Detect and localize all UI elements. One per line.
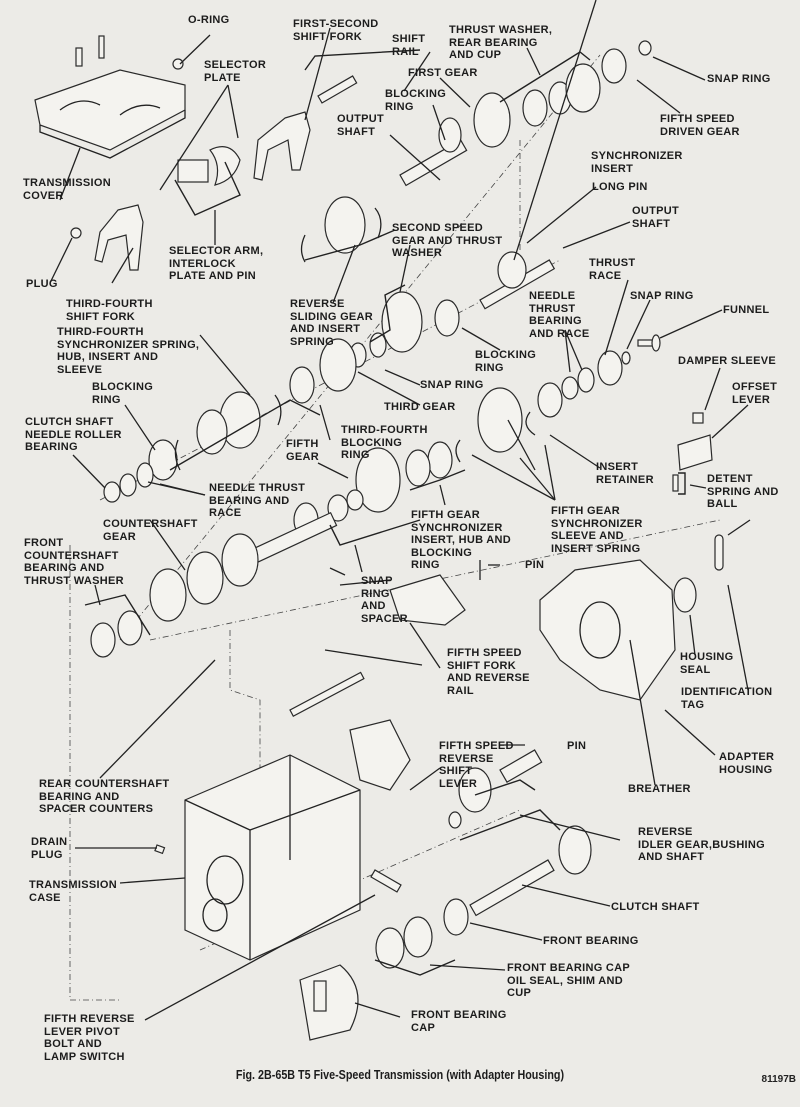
label-fifth-speed-driven-gear: FIFTH SPEED DRIVEN GEAR (660, 113, 740, 138)
label-reverse-sliding-gear: REVERSE SLIDING GEAR AND INSERT SPRING (290, 298, 374, 348)
label-snap-ring-and-spacer: SNAP RING AND SPACER (361, 575, 408, 625)
label-offset-lever: OFFSET LEVER (732, 381, 778, 406)
label-needle-thrust-bearing-race-right: NEEDLE THRUST BEARING AND RACE (529, 290, 590, 340)
label-transmission-case: TRANSMISSION CASE (29, 879, 117, 904)
label-needle-thrust-bearing-race-left: NEEDLE THRUST BEARING AND RACE (209, 482, 306, 519)
label-identification-tag: IDENTIFICATION TAG (681, 686, 773, 711)
label-third-fourth-synchronizer: THIRD-FOURTH SYNCHRONIZER SPRING, HUB, I… (57, 326, 200, 376)
label-thrust-washer-rear-bearing: THRUST WASHER, REAR BEARING AND CUP (449, 24, 553, 61)
label-blocking-ring-left: BLOCKING RING (92, 381, 154, 406)
label-reverse-idler-gear: REVERSE IDLER GEAR,BUSHING AND SHAFT (638, 826, 766, 863)
label-selector-plate: SELECTOR PLATE (204, 59, 267, 84)
label-drain-plug: DRAIN PLUG (31, 836, 68, 861)
transmission-cover-part (34, 35, 186, 159)
mainshaft-gear-parts (103, 40, 652, 503)
label-funnel: FUNNEL (723, 304, 770, 316)
shift-fork-parts (70, 75, 358, 271)
label-snap-ring-top: SNAP RING (707, 73, 771, 85)
label-front-bearing-cap: FRONT BEARING CAP (411, 1009, 507, 1034)
label-thrust-race: THRUST RACE (589, 257, 636, 282)
label-front-bearing: FRONT BEARING (543, 935, 639, 947)
label-front-bearing-cap-oil-seal: FRONT BEARING CAP OIL SEAL, SHIM AND CUP (507, 962, 631, 999)
label-synchronizer-insert: SYNCHRONIZER INSERT (591, 150, 683, 175)
label-pin-mid: PIN (525, 559, 545, 571)
label-fifth-gear-sync-insert-hub: FIFTH GEAR SYNCHRONIZER INSERT, HUB AND … (411, 509, 512, 571)
output-end-parts (525, 334, 713, 492)
label-clutch-shaft: CLUTCH SHAFT (611, 901, 700, 913)
label-fifth-speed-reverse-shift-lever: FIFTH SPEED REVERSE SHIFT LEVER (439, 740, 514, 790)
label-long-pin: LONG PIN (592, 181, 648, 193)
label-detent-spring-ball: DETENT SPRING AND BALL (707, 473, 779, 510)
label-clutch-shaft-needle-roller: CLUTCH SHAFT NEEDLE ROLLER BEARING (25, 416, 122, 453)
label-blocking-ring-top: BLOCKING RING (385, 88, 447, 113)
label-front-countershaft-bearing: FRONT COUNTERSHAFT BEARING AND THRUST WA… (24, 537, 124, 587)
label-third-fourth-shift-fork: THIRD-FOURTH SHIFT FORK (66, 298, 153, 323)
fifth-gear-parts (90, 387, 523, 658)
label-third-gear: THIRD GEAR (384, 401, 456, 413)
label-third-fourth-blocking-ring: THIRD-FOURTH BLOCKING RING (341, 424, 428, 461)
label-selector-arm: SELECTOR ARM, INTERLOCK PLATE AND PIN (169, 245, 264, 282)
label-shift-rail: SHIFT RAIL (392, 33, 426, 58)
label-fifth-gear-sync-sleeve: FIFTH GEAR SYNCHRONIZER SLEEVE AND INSER… (551, 505, 643, 555)
clutch-shaft-parts (299, 825, 592, 1041)
label-o-ring: O-RING (188, 14, 230, 26)
label-output-shaft-top: OUTPUT SHAFT (337, 113, 385, 138)
figure-caption: Fig. 2B-65B T5 Five-Speed Transmission (… (235, 1068, 565, 1082)
label-transmission-cover: TRANSMISSION COVER (23, 177, 111, 202)
figure-code: 81197B (761, 1074, 796, 1085)
label-damper-sleeve: DAMPER SLEEVE (678, 355, 777, 367)
label-adapter-housing: ADAPTER HOUSING (719, 751, 775, 776)
label-rear-countershaft-bearing: REAR COUNTERSHAFT BEARING AND SPACER COU… (39, 778, 170, 815)
adapter-housing-part (539, 519, 751, 701)
label-blocking-ring-mid: BLOCKING RING (475, 349, 537, 374)
label-breather: BREATHER (628, 783, 691, 795)
label-fifth-speed-shift-fork: FIFTH SPEED SHIFT FORK AND REVERSE RAIL (447, 647, 530, 697)
label-second-speed-gear: SECOND SPEED GEAR AND THRUST WASHER (392, 222, 503, 259)
label-plug: PLUG (26, 278, 58, 290)
label-fifth-gear: FIFTH GEAR (286, 438, 319, 463)
label-countershaft-gear: COUNTERSHAFT GEAR (103, 518, 198, 543)
transmission-case-part (154, 671, 543, 961)
label-snap-ring-mid: SNAP RING (420, 379, 484, 391)
label-output-shaft-mid: OUTPUT SHAFT (632, 205, 680, 230)
label-insert-retainer: INSERT RETAINER (596, 461, 654, 486)
label-first-second-shift-fork: FIRST-SECOND SHIFT FORK (293, 18, 379, 43)
leader-lines (49, 0, 749, 1021)
label-first-gear: FIRST GEAR (408, 67, 478, 79)
label-housing-seal: HOUSING SEAL (680, 651, 734, 676)
label-pin-lower: PIN (567, 740, 587, 752)
label-snap-ring-right: SNAP RING (630, 290, 694, 302)
label-fifth-reverse-lever-pivot: FIFTH REVERSE LEVER PIVOT BOLT AND LAMP … (44, 1013, 135, 1063)
